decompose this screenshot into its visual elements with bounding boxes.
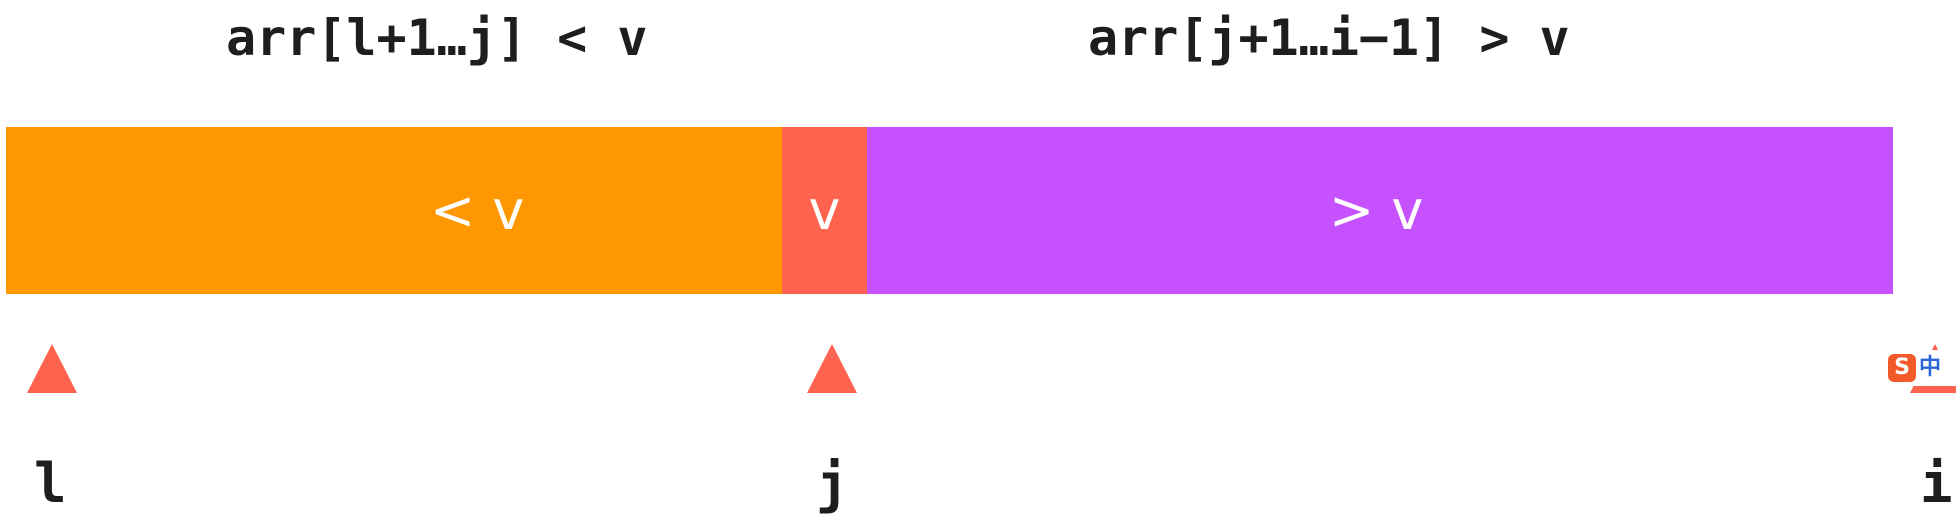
- segment-greater-label: > v: [1329, 179, 1424, 242]
- ime-brand-icon: S: [1888, 354, 1916, 382]
- index-label-i: i: [1920, 452, 1953, 515]
- segment-greater-than-v: > v: [867, 127, 1893, 294]
- right-region-condition: arr[j+1…i−1] > v: [1088, 9, 1570, 67]
- pointer-l-triangle-icon: [27, 344, 77, 393]
- segment-less-than-v: < v: [6, 127, 782, 294]
- ime-indicator[interactable]: S 中: [1888, 350, 1956, 386]
- segment-pivot-v: v: [782, 127, 867, 294]
- ime-mode-label: 中: [1919, 355, 1942, 380]
- index-label-l: l: [34, 452, 67, 515]
- segment-less-label: < v: [430, 179, 525, 242]
- pointer-j-triangle-icon: [807, 344, 857, 393]
- left-region-condition: arr[l+1…j] < v: [226, 9, 648, 67]
- index-label-j: j: [816, 452, 849, 515]
- segment-pivot-label: v: [808, 179, 841, 242]
